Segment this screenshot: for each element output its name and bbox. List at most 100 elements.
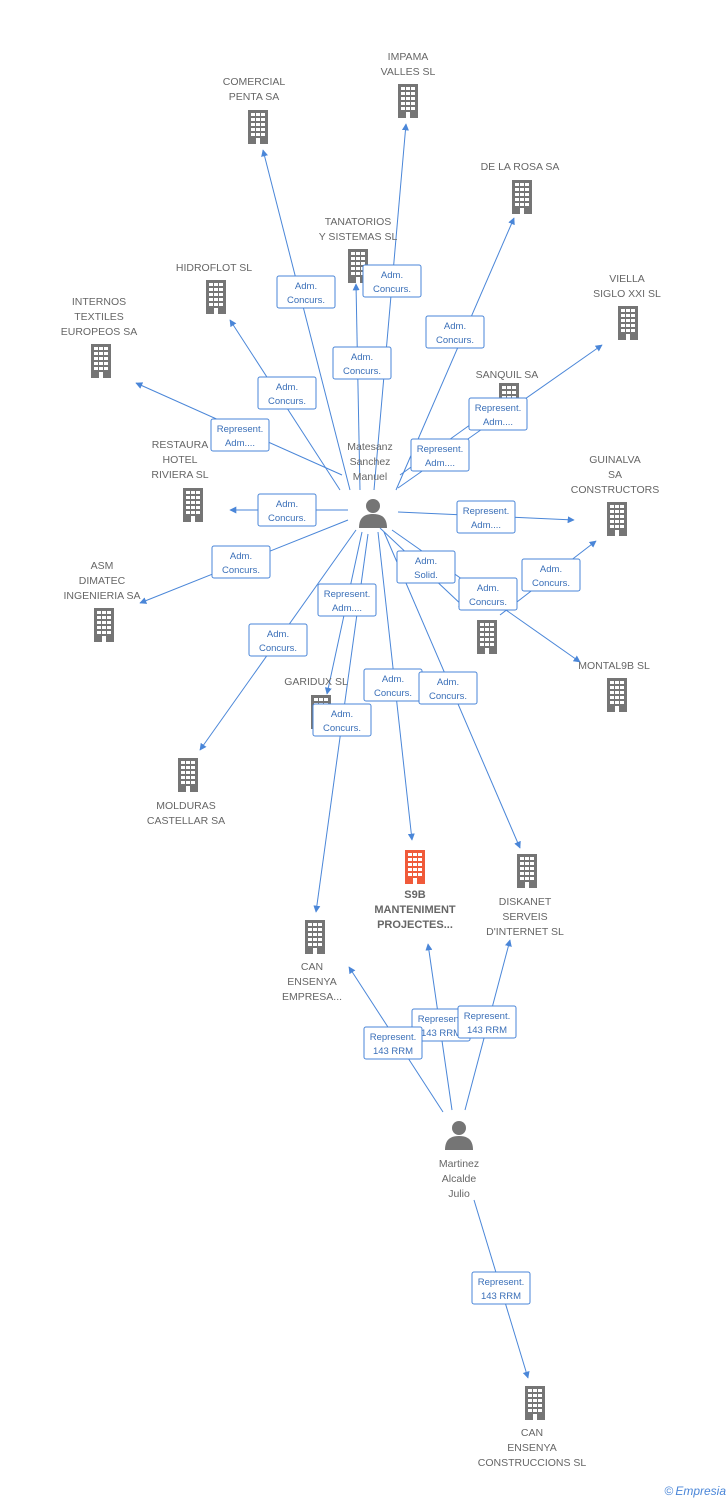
edge-label-text: Adm. (382, 674, 404, 685)
node-label: MANTENIMENT (374, 904, 456, 916)
node-canempresa[interactable]: CANENSENYAEMPRESA... (282, 920, 342, 1003)
edge-label-text: Concurs. (268, 396, 306, 407)
edge-line-matesanz-to-tanatorios (352, 283, 361, 491)
node-label: DISKANET (499, 896, 552, 908)
edge-label-matesanz-to-internos[interactable]: Represent. Adm.... (210, 418, 270, 452)
node-label: CASTELLAR SA (147, 815, 225, 827)
company-icon (305, 920, 325, 954)
node-label: RIVIERA SL (151, 469, 208, 481)
edge-label-matesanz-to-tanatorios[interactable]: Adm.Concurs. (332, 346, 392, 380)
node-label: Manuel (353, 471, 387, 483)
node-label: Matesanz (347, 441, 393, 453)
edge-label-text: Adm.... (483, 417, 513, 428)
edge-label-box (418, 671, 478, 705)
node-label: INGENIERIA SA (63, 590, 140, 602)
node-label: SA (608, 469, 622, 481)
node-label: PROJECTES... (377, 919, 453, 931)
brand-name: Empresia (675, 1484, 726, 1498)
edge-label-matesanz-to-garidux[interactable]: Represent.Adm.... (317, 583, 377, 617)
edge-label-box (211, 545, 271, 579)
edge-label-text: Adm. (295, 281, 317, 292)
node-label: Y SISTEMAS SL (319, 231, 398, 243)
edge-label-martinez-to-diskanet[interactable]: Represent.143 RRM (457, 1005, 517, 1039)
edge-label-text: Adm. (276, 499, 298, 510)
edge-label-text: Represent. (463, 506, 509, 517)
company-icon (178, 758, 198, 792)
brand-watermark[interactable]: ©Empresia (664, 1484, 726, 1498)
edge-label-matesanz-to-hidroflot[interactable]: Adm. Concurs. (257, 376, 317, 410)
edge-label-matesanz-to-impama[interactable]: Adm.Concurs. (362, 264, 422, 298)
edge-label-box (210, 418, 270, 452)
edge-label-matesanz-to-asm[interactable]: Adm.Concurs. (211, 545, 271, 579)
edge-label-box (457, 1005, 517, 1039)
edge-label-text: Represent. (370, 1032, 416, 1043)
company-icon (525, 1386, 545, 1420)
edge-label-text: 143 RRM (467, 1025, 507, 1036)
edge-label-matesanz-to-delarosa[interactable]: Adm.Concurs. (425, 315, 485, 349)
edge-label-matesanz-to-canempresa[interactable]: Adm.Concurs. (312, 703, 372, 737)
node-label: SERVEIS (502, 911, 547, 923)
edge-label-martinez-to-canconstruccions[interactable]: Represent.143 RRM (471, 1271, 531, 1305)
edge-label-text: Represent. (217, 424, 263, 435)
edge-label-box (425, 315, 485, 349)
node-montal9b[interactable]: MONTAL9B SL (578, 660, 650, 712)
node-label: INTERNOS (72, 296, 126, 308)
company-icon (183, 488, 203, 522)
edge-labels-layer: Adm.Concurs.Adm.Concurs.Adm.Concurs.Adm.… (210, 264, 581, 1305)
edge-label-text: Concurs. (469, 597, 507, 608)
edge-label-matesanz-to-guinalva[interactable]: Represent.Adm.... (456, 500, 516, 534)
node-delarosa[interactable]: DE LA ROSA SA (481, 161, 560, 214)
edge-label-text: 143 RRM (481, 1291, 521, 1302)
node-unnamed[interactable] (477, 620, 497, 654)
edge-label-text: Represent. (417, 444, 463, 455)
edge-label-matesanz-to-molduras[interactable]: Adm.Concurs. (248, 623, 308, 657)
node-hidroflot[interactable]: HIDROFLOT SL (176, 262, 252, 314)
edge-label-martinez-to-canempresa[interactable]: Represent.143 RRM (363, 1026, 423, 1060)
edge-label-matesanz-to-sanquil[interactable]: Represent. Adm.... (410, 438, 470, 472)
edge-label-unnamed-to-guinalva[interactable]: Adm.Concurs. (521, 558, 581, 592)
company-icon (607, 502, 627, 536)
edge-label-box (521, 558, 581, 592)
node-label: S9B (404, 889, 425, 901)
edge-label-matesanz-to-s9b[interactable]: Adm.Concurs. (363, 668, 423, 702)
edge-label-text: Adm.... (425, 458, 455, 469)
edge-label-text: Adm. (381, 270, 403, 281)
edge-label-matesanz-to-viella[interactable]: Represent.Adm.... (468, 397, 528, 431)
person-icon (359, 499, 387, 528)
edge-label-text: Represent. (324, 589, 370, 600)
edge-label-text: Adm. (351, 352, 373, 363)
edge-label-text: Solid. (414, 570, 438, 581)
node-garidux[interactable]: GARIDUX SL (284, 676, 348, 729)
node-label: CONSTRUCCIONS SL (478, 1457, 587, 1469)
edge-label-matesanz-to-diskanet[interactable]: Adm.Concurs. (418, 671, 478, 705)
node-label: IMPAMA (388, 51, 429, 63)
company-icon (91, 344, 111, 378)
edge-label-matesanz-to-montal9b[interactable]: Adm.Concurs. (458, 577, 518, 611)
edge-label-text: Adm. (437, 677, 459, 688)
edge-label-text: Adm. (276, 382, 298, 393)
company-icon (618, 306, 638, 340)
node-sanquil[interactable]: SANQUIL SA (476, 369, 539, 417)
node-label: PENTA SA (229, 91, 280, 103)
edge-label-text: Adm.... (225, 438, 255, 449)
edge-label-matesanz-to-unnamed[interactable]: Adm.Solid. (396, 550, 456, 584)
node-label: DE LA ROSA SA (481, 161, 560, 173)
edge-label-matesanz-to-comercial[interactable]: Adm.Concurs. (276, 275, 336, 309)
edge-label-matesanz-to-restaura[interactable]: Adm.Concurs. (257, 493, 317, 527)
edge-label-martinez-to-s9b[interactable]: Represent.143 RRM (411, 1008, 471, 1042)
node-s9b[interactable]: S9B MANTENIMENT PROJECTES... (374, 850, 456, 931)
